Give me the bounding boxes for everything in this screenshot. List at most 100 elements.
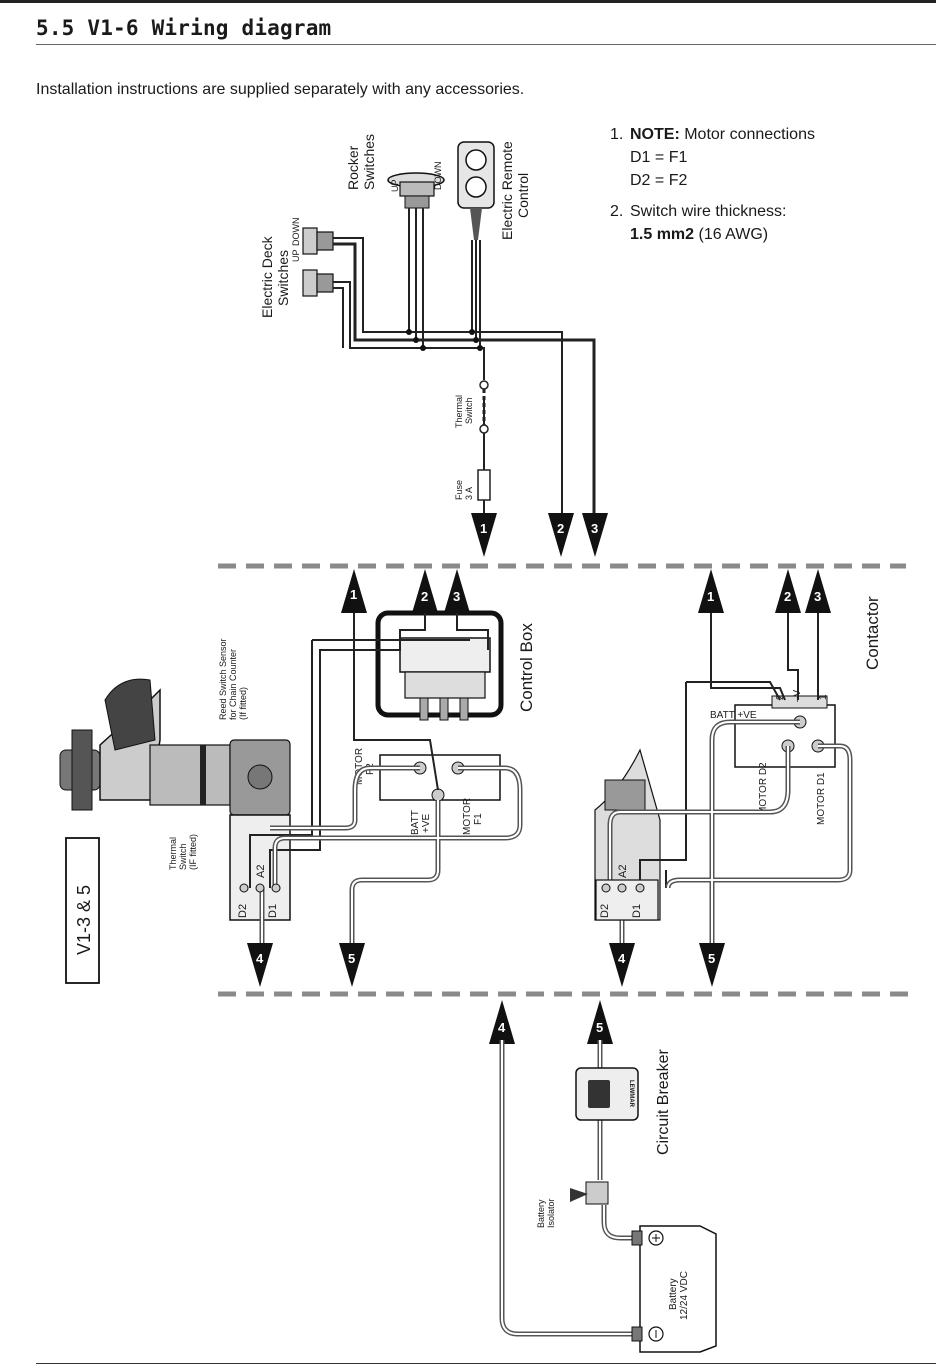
motor-d1-label: MOTOR D1 <box>816 772 827 825</box>
marker-4-mid-right: 4 <box>609 943 635 987</box>
motor-cables-core <box>261 767 521 948</box>
marker-1-top: 1 <box>471 513 497 557</box>
note-1-line-2: D1 = F1 <box>630 149 688 166</box>
battery-cables-core <box>501 1040 636 1335</box>
marker-5-mid-right: 5 <box>699 943 725 987</box>
a2-label: A2 <box>255 865 267 878</box>
right-a2-terminal <box>601 883 611 893</box>
rocker-switch-icon <box>387 172 445 209</box>
contactor-label: Contactor <box>863 596 882 670</box>
marker-2-mid-right: 2 <box>775 569 801 613</box>
right-d1-terminal <box>617 883 627 893</box>
deck-up-label: UP <box>291 249 301 262</box>
svg-text:3: 3 <box>591 521 598 536</box>
terminal-2-label: 2 <box>775 694 786 700</box>
circuit-breaker-label: Circuit Breaker <box>655 1049 672 1155</box>
right-a2-label: A2 <box>617 865 629 878</box>
motor-d2-label: MOTOR D2 <box>758 762 769 815</box>
junction-dots <box>406 329 483 351</box>
svg-text:4: 4 <box>498 1020 506 1035</box>
battery-negative-post <box>631 1326 643 1342</box>
svg-text:5: 5 <box>348 951 355 966</box>
d2-label: D2 <box>237 904 249 918</box>
control-box-studs <box>419 697 469 721</box>
marker-4-mid-left: 4 <box>247 943 273 987</box>
d2-terminal <box>271 883 281 893</box>
svg-text:1: 1 <box>707 589 714 604</box>
battery-isolator-label: BatteryIsolator <box>536 1198 556 1228</box>
marker-4-bottom: 4 <box>489 1000 515 1044</box>
top-rule <box>0 0 936 3</box>
thermal-switch-node <box>479 424 489 434</box>
control-box-wires <box>249 602 489 888</box>
rocker-down-label: DOWN <box>433 162 443 191</box>
svg-text:4: 4 <box>256 951 264 966</box>
deck-switch-up-icon <box>302 227 334 255</box>
intro-text: Installation instructions are supplied s… <box>36 81 525 98</box>
note-2-line-2: 1.5 mm2 (16 AWG) <box>630 226 769 243</box>
marker-3-mid-left: 3 <box>444 569 470 613</box>
control-box-base <box>404 671 486 699</box>
contactor-top <box>771 695 828 709</box>
thermal-switch-node <box>479 380 489 390</box>
motor-f1-label: MOTORF1 <box>462 798 484 835</box>
thermal-switch-label: ThermalSwitch <box>454 395 474 428</box>
deck-switches-label: Electric DeckSwitches <box>259 235 291 318</box>
note-1-line-3: D2 = F2 <box>630 172 688 189</box>
positive-symbol-icon <box>648 1230 664 1246</box>
model-badge <box>65 837 100 984</box>
battery-positive-post <box>631 1230 643 1246</box>
battery-box <box>639 1225 717 1353</box>
circuit-breaker-switch <box>588 1080 610 1108</box>
marker-1-mid-left: 1 <box>341 569 367 613</box>
switch-wires <box>333 208 596 520</box>
control-box-label: Control Box <box>517 623 536 712</box>
fuse-label: Fuse3 A <box>454 480 474 500</box>
marker-5-mid-left: 5 <box>339 943 365 987</box>
model-label: V1-3 & 5 <box>74 885 94 955</box>
contactor-cables-core <box>609 721 851 948</box>
marker-3-mid-right: 3 <box>805 569 831 613</box>
svg-text:1: 1 <box>350 587 357 602</box>
right-d2-terminal <box>635 883 645 893</box>
svg-text:1: 1 <box>480 521 487 536</box>
svg-text:5: 5 <box>596 1020 603 1035</box>
d1-terminal <box>255 883 265 893</box>
page-title: 5.5 V1-6 Wiring diagram <box>36 16 332 40</box>
terminal-1-label: 1 <box>818 694 829 700</box>
right-d1-label: D1 <box>631 904 643 918</box>
svg-text:2: 2 <box>784 589 791 604</box>
svg-text:3: 3 <box>814 589 821 604</box>
control-box-block <box>399 637 491 673</box>
breaker-brand: LEWMAR <box>628 1080 634 1108</box>
marker-5-bottom: 5 <box>587 1000 613 1044</box>
batt-ve-label: BATT+VE <box>410 810 432 835</box>
thermal-switch-left-label: ThermalSwitch(IF fitted) <box>168 834 198 870</box>
battery-isolator <box>570 1181 609 1205</box>
remote-control-icon <box>457 141 495 240</box>
marker-2-mid-left: 2 <box>412 569 438 613</box>
notes: 1.NOTE: Motor connections D1 = F1 D2 = F… <box>610 123 815 246</box>
note-1: 1.NOTE: Motor connections <box>610 126 815 143</box>
marker-1-mid-right: 1 <box>698 569 724 613</box>
rocker-switches-label: RockerSwitches <box>345 134 377 190</box>
d1-label: D1 <box>267 904 279 918</box>
battery-label: Battery12/24 VDC <box>668 1271 690 1320</box>
svg-text:4: 4 <box>618 951 626 966</box>
deck-switch-down-icon <box>302 269 334 297</box>
batt-ve-contactor-label: BATT +VE <box>710 710 757 721</box>
rocker-up-label: UP <box>390 179 400 192</box>
svg-text:2: 2 <box>421 589 428 604</box>
svg-text:3: 3 <box>453 589 460 604</box>
batt-ve-terminal <box>431 788 445 802</box>
negative-symbol-icon <box>648 1326 664 1342</box>
reed-switch-label: Reed Switch Sensorfor Chain Counter(If f… <box>218 638 248 720</box>
title-rule <box>36 44 936 45</box>
marker-2-top: 2 <box>548 513 574 557</box>
fuse-icon <box>477 469 491 501</box>
note-2: 2.Switch wire thickness: <box>610 203 787 220</box>
windlass-icon <box>59 678 291 921</box>
remote-control-label: Electric RemoteControl <box>499 141 531 240</box>
a2-terminal <box>239 883 249 893</box>
